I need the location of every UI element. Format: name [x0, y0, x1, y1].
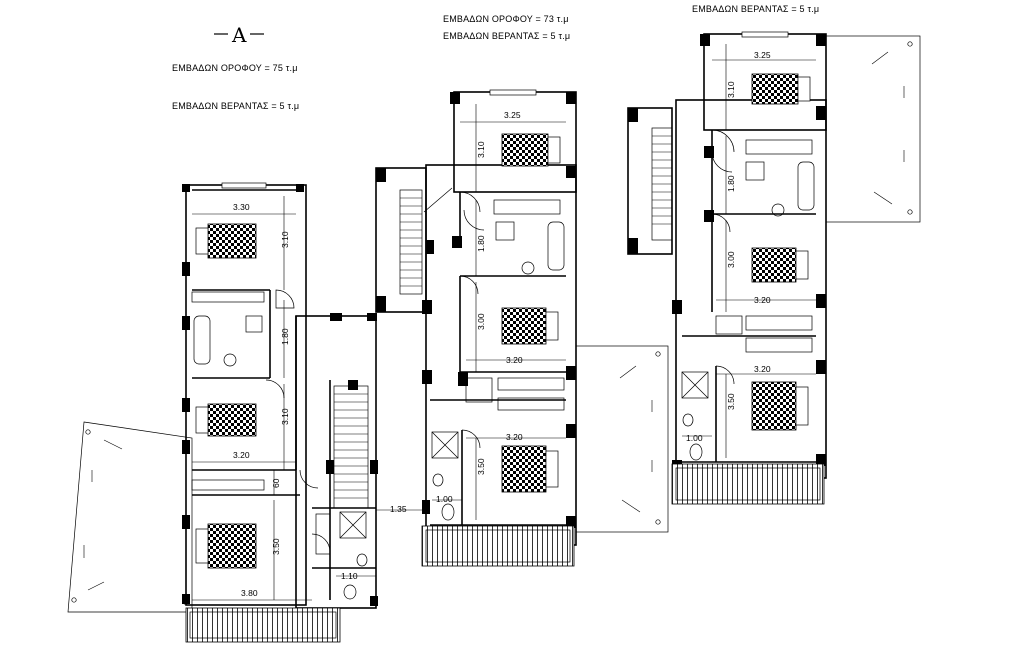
dim-a-w3: 3.80 — [241, 588, 258, 598]
title-mark: A — [231, 23, 247, 47]
dim-b-w2: 3.20 — [506, 355, 523, 365]
title-mark-group: A — [214, 23, 264, 47]
dim-a-h1: 3.10 — [280, 231, 290, 248]
dim-b-w3: 3.20 — [506, 432, 523, 442]
dim-c-w3: 3.20 — [754, 364, 771, 374]
unit-b-veranda-area: ΕΜΒΑΔΩΝ ΒΕΡΑΝΤΑΣ = 5 τ.μ — [443, 31, 570, 41]
unit-b-veranda — [575, 345, 669, 533]
dim-b-h2: 1.80 — [476, 235, 486, 252]
dim-b-w1: 3.25 — [504, 110, 521, 120]
dim-b-h1: 3.10 — [476, 141, 486, 158]
unit-a-balcony — [185, 607, 341, 643]
dim-a-h4: 60 — [271, 478, 281, 488]
dim-b-w4: 1.00 — [436, 494, 453, 504]
dim-c-w1: 3.25 — [754, 50, 771, 60]
unit-a-plan: 3.30 3.10 1.80 3.10 3.20 60 3.50 3.80 1.… — [67, 182, 428, 643]
dim-a-w1: 3.30 — [233, 202, 250, 212]
unit-c-plan: 3.25 3.10 1.80 3.00 3.20 3.20 3.50 1.00 — [627, 31, 921, 505]
unit-c-balcony — [671, 463, 825, 505]
dim-a-h5: 3.50 — [271, 538, 281, 555]
dim-c-h4: 3.50 — [726, 393, 736, 410]
dim-c-w2: 3.20 — [754, 295, 771, 305]
unit-c-veranda — [825, 35, 921, 223]
unit-a-veranda — [67, 421, 193, 613]
unit-a-stairs — [334, 393, 368, 499]
dim-a-h3: 3.10 — [280, 408, 290, 425]
dim-a-w5: 1.35 — [390, 504, 407, 514]
dim-c-h2: 1.80 — [726, 175, 736, 192]
dim-b-h4: 3.50 — [476, 458, 486, 475]
dim-a-w4: 1.10 — [341, 571, 358, 581]
unit-b-balcony — [421, 525, 575, 567]
dim-a-w2: 3.20 — [233, 450, 250, 460]
dim-b-h3: 3.00 — [476, 313, 486, 330]
unit-b-plan: 3.25 3.10 1.80 3.00 3.20 3.20 3.50 1.00 — [375, 89, 669, 567]
unit-b-floor-area: ΕΜΒΑΔΩΝ ΟΡΟΦΟΥ = 73 τ.μ — [443, 14, 569, 24]
dim-c-h1: 3.10 — [726, 81, 736, 98]
dim-c-w4: 1.00 — [686, 433, 703, 443]
dim-a-h2: 1.80 — [280, 328, 290, 345]
unit-a-veranda-area: ΕΜΒΑΔΩΝ ΒΕΡΑΝΤΑΣ = 5 τ.μ — [172, 101, 299, 111]
unit-a-floor-area: ΕΜΒΑΔΩΝ ΟΡΟΦΟΥ = 75 τ.μ — [172, 63, 298, 73]
unit-c-veranda-area: ΕΜΒΑΔΩΝ ΒΕΡΑΝΤΑΣ = 5 τ.μ — [692, 4, 819, 14]
dim-c-h3: 3.00 — [726, 251, 736, 268]
